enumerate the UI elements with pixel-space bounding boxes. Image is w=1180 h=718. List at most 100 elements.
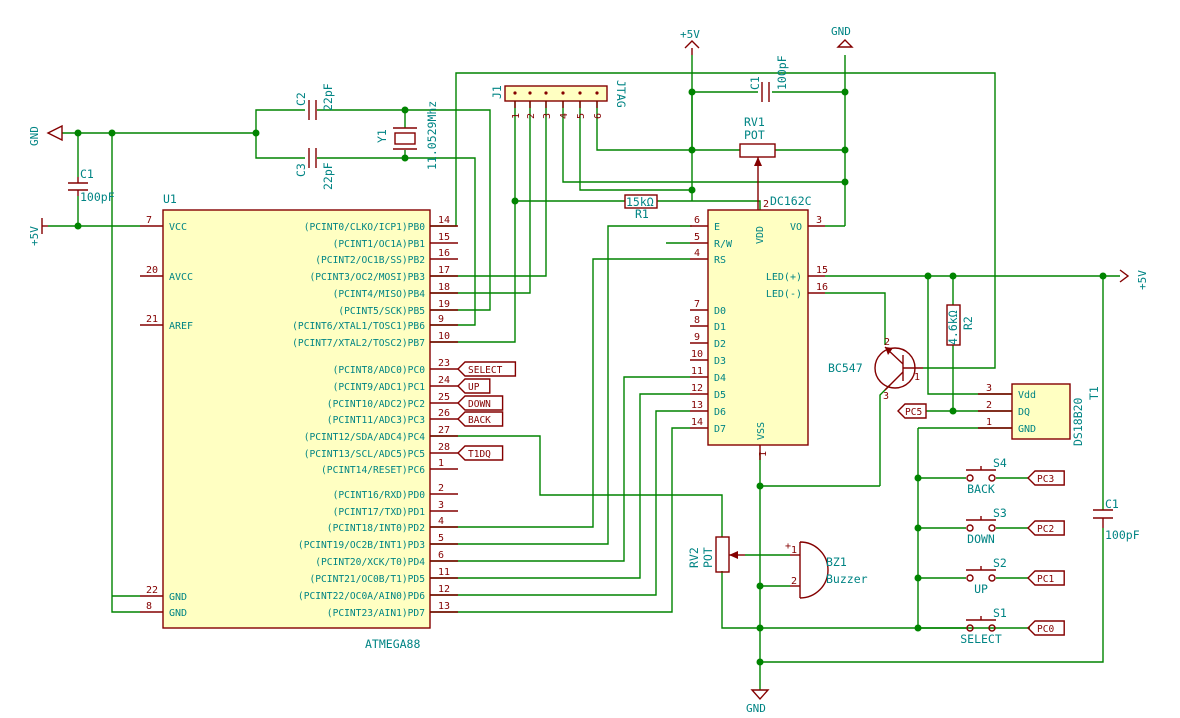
u1-right-pin-number: 26: [438, 408, 450, 419]
bz1-buzzer[interactable]: + 1 2 BZ1 Buzzer: [785, 541, 868, 599]
global-label-shape: [1027, 520, 1065, 536]
lcd-right-pin-number: 15: [816, 265, 828, 276]
switch-value: SELECT: [960, 632, 1002, 646]
u1-right-pin-name: (PCINT9/ADC1)PC1: [333, 382, 426, 393]
t1-ref: T1: [1087, 386, 1101, 400]
u1-right-pin-number: 13: [438, 601, 450, 612]
u1-right-pin-number: 23: [438, 358, 450, 369]
c2-capacitor[interactable]: C2 22pF: [294, 83, 335, 120]
rv1-potentiometer[interactable]: RV1 POT: [739, 115, 776, 212]
u1-right-pin-number: 24: [438, 375, 450, 386]
global-label-shape: [1027, 470, 1065, 486]
u1-right-pin-name: (PCINT13/SCL/ADC5)PC5: [304, 449, 425, 460]
lcd-left-pin-number: 5: [694, 232, 700, 243]
lcd-left-pin-name: D0: [714, 306, 726, 317]
bz1-pin1: 1: [791, 545, 797, 556]
j1-pin-dot: [561, 91, 565, 95]
u1-left-pin-name: AREF: [169, 321, 193, 332]
c1-right-ref: C1: [1105, 497, 1119, 511]
lcd-left-pin-name: D2: [714, 339, 726, 350]
lcd-left-pin-name: D3: [714, 356, 726, 367]
switch-global-label: PC1: [1037, 574, 1054, 585]
u1-right-pin-name: (PCINT1/OC1A)PB1: [333, 239, 426, 250]
lcd-right-pin-number: 16: [816, 282, 828, 293]
switch-contact: [988, 474, 996, 482]
j1-pin-number: 2: [526, 113, 537, 119]
lcd-left-pin-name: D6: [714, 407, 726, 418]
lcd-right-pin-name: LED(-): [766, 289, 802, 300]
switch-global-label: PC3: [1037, 474, 1054, 485]
u1-right-pin-number: 9: [438, 314, 444, 325]
c1-left-ref: C1: [80, 167, 94, 181]
bz1-plus: +: [785, 541, 791, 552]
c1-right-capacitor[interactable]: C1 100pF: [1093, 497, 1140, 542]
pc5-global-label: PC5: [897, 403, 927, 419]
lcd-left-pin-name: RS: [714, 255, 726, 266]
switch-global-label: PC2: [1037, 524, 1054, 535]
t1-value: DS18B20: [1071, 397, 1085, 446]
u1-right-pin-number: 5: [438, 533, 444, 544]
t1-pin-name: GND: [1018, 424, 1036, 435]
c3-capacitor[interactable]: C3 22pF: [294, 148, 335, 190]
rv2-value: POT: [701, 547, 715, 568]
lcd-left-pin-number: 8: [694, 315, 700, 326]
c1-top-capacitor[interactable]: C1 100pF: [748, 55, 789, 102]
bz1-pin2: 2: [791, 576, 797, 587]
u1-right-pin-name: (PCINT14/RESET)PC6: [321, 465, 425, 476]
q1-bc547-transistor[interactable]: BC547 2 1 3: [828, 337, 923, 402]
u1-right-pin-number: 11: [438, 567, 450, 578]
u1-right-pin-number: 4: [438, 516, 444, 527]
j1-pin-dot: [513, 91, 517, 95]
u1-right-pin-number: 12: [438, 584, 450, 595]
global-label-shape: [457, 445, 504, 461]
r2-resistor[interactable]: 4.6kΩ R2: [946, 304, 975, 346]
j1-value: JTAG: [614, 80, 628, 108]
u1-right-pin-number: 1: [438, 458, 444, 469]
lcd-left-pin-number: 13: [691, 400, 703, 411]
global-label-down: DOWN: [468, 399, 491, 410]
gnd-top-label: GND: [831, 25, 851, 38]
y1-value: 11.0529Mhz: [425, 101, 439, 170]
u1-right-pin-name: (PCINT21/OC0B/T1)PD5: [309, 574, 425, 585]
y1-crystal[interactable]: Y1 11.0529Mhz: [375, 101, 439, 170]
lcd-left-pin-number: 12: [691, 383, 703, 394]
u1-left-pin-name: GND: [169, 592, 187, 603]
q1-pin2: 2: [884, 337, 890, 348]
global-label-back: BACK: [468, 415, 491, 426]
r1-ref: R1: [635, 207, 649, 221]
u1-right-pin-name: (PCINT17/TXD)PD1: [333, 507, 426, 518]
c1-top-ref: C1: [748, 76, 762, 90]
u1-right-pin-name: (PCINT8/ADC0)PC0: [333, 365, 426, 376]
rv2-potentiometer[interactable]: RV2 POT: [687, 536, 745, 573]
lcd-right-pin-name: LED(+): [766, 272, 802, 283]
switch-contact: [988, 524, 996, 532]
r1-resistor[interactable]: 15kΩ R1: [624, 194, 658, 221]
lcd-left-pin-number: 9: [694, 332, 700, 343]
y1-ref: Y1: [375, 129, 389, 143]
q1-pin3: 3: [883, 391, 889, 402]
u1-right-pin-name: (PCINT11/ADC3)PC3: [327, 415, 425, 426]
u1-right-pin-name: (PCINT18/INT0)PD2: [327, 523, 425, 534]
bz1-value: Buzzer: [826, 572, 868, 586]
lcd-dc162c[interactable]: DC162C 6E5R/W4RS7D08D19D210D311D412D513D…: [690, 194, 828, 460]
q1-value: BC547: [828, 361, 863, 375]
c1-right-value: 100pF: [1105, 528, 1140, 542]
u1-right-pin-number: 17: [438, 265, 450, 276]
c1-left-capacitor[interactable]: C1 100pF: [68, 167, 115, 204]
lcd-left-pin-name: E: [714, 222, 720, 233]
switch-contact: [988, 624, 996, 632]
u1-left-pin-number: 22: [146, 585, 158, 596]
lcd-left-pin-name: D7: [714, 424, 726, 435]
u1-right-pin-name: (PCINT20/XCK/T0)PD4: [315, 557, 425, 568]
global-label-shape: [1027, 570, 1065, 586]
